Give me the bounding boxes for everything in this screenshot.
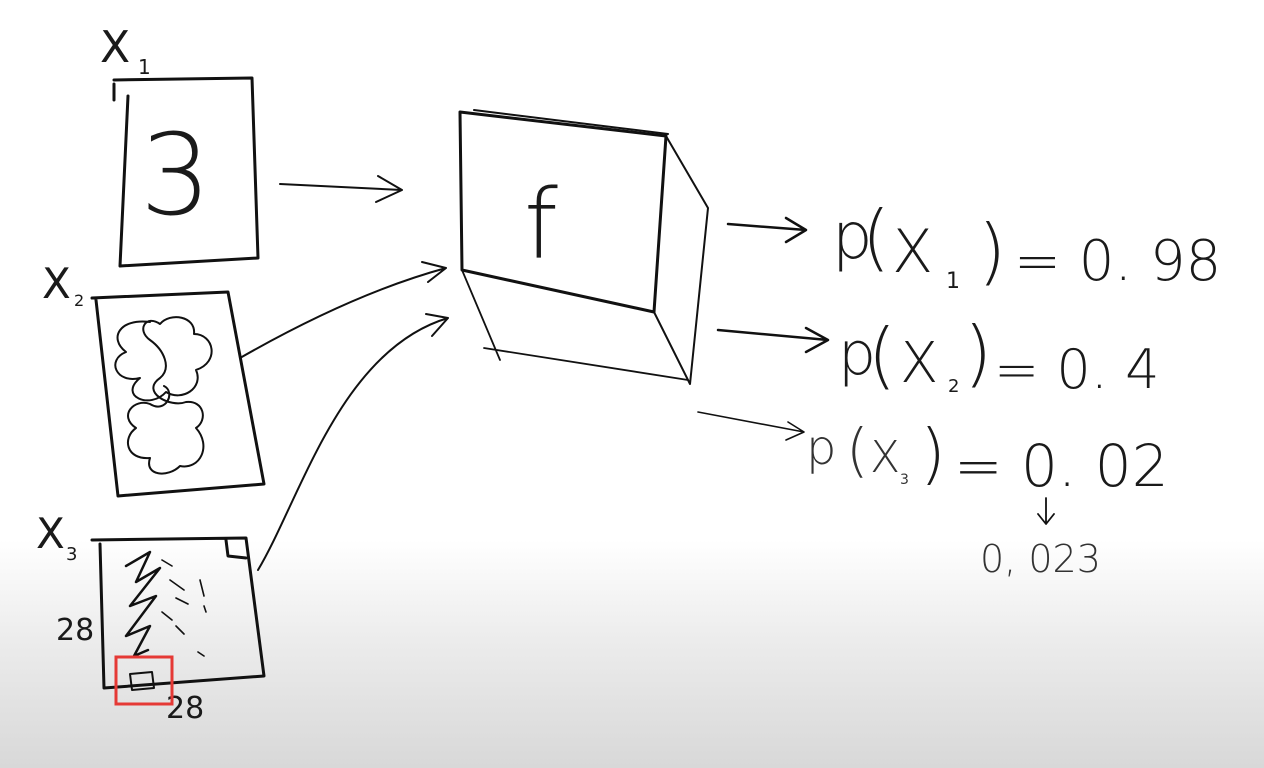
output-3: p ( X 3 ) = 0. 02 0, 023 xyxy=(697,411,1169,581)
input-x2: X 2 xyxy=(42,259,447,498)
box-front-face xyxy=(458,110,668,314)
output-2-open-paren: ( xyxy=(868,313,896,397)
x1-image-box xyxy=(112,76,260,268)
output-2-p: p xyxy=(838,319,876,389)
x3-subscript: 3 xyxy=(66,544,77,565)
x1-label: X xyxy=(100,22,130,73)
output-2-arrow xyxy=(716,326,830,354)
x3-image-box xyxy=(90,536,266,690)
refined-value: 0, 023 xyxy=(980,537,1101,581)
output-3-x: X xyxy=(870,432,900,483)
x2-image-box xyxy=(90,290,266,498)
output-2-x: X xyxy=(900,331,938,396)
output-3-open-paren: ( xyxy=(846,416,869,484)
x3-height-dimension: 28 xyxy=(56,613,94,648)
x1-subscript: 1 xyxy=(138,55,151,79)
output-1-open-paren: ( xyxy=(862,195,890,279)
x2-label: X xyxy=(42,259,71,308)
output-1: p ( X 1 ) = 0. 98 xyxy=(726,195,1221,294)
output-3-value: = 0. 02 xyxy=(954,432,1169,500)
x2-scribble xyxy=(114,316,213,475)
x3-arrow xyxy=(257,313,449,571)
output-3-p: p xyxy=(806,420,836,476)
model-f-box: f xyxy=(458,109,709,385)
x1-arrow xyxy=(279,175,403,203)
output-2: p ( X 2 ) = 0. 4 xyxy=(716,311,1159,401)
x1-digit: 3 xyxy=(140,111,211,241)
x3-scribble xyxy=(124,550,162,658)
x3-marks xyxy=(161,559,207,657)
output-1-p: p xyxy=(832,200,873,274)
box-bottom-edges xyxy=(461,269,689,381)
output-1-value: = 0. 98 xyxy=(1014,229,1221,294)
input-x1: X 1 3 xyxy=(100,22,403,268)
output-2-value: = 0. 4 xyxy=(994,338,1159,401)
x3-label: X xyxy=(36,509,65,558)
output-3-arrow xyxy=(697,411,805,441)
input-x3: X 3 28 28 xyxy=(36,313,449,726)
output-1-close-paren: ) xyxy=(978,209,1006,293)
box-side-face xyxy=(653,135,709,385)
output-3-close-paren: ) xyxy=(920,415,946,492)
output-1-sub: 1 xyxy=(946,269,960,294)
output-1-x: X xyxy=(892,217,933,287)
x3-pixel-square xyxy=(129,671,155,691)
output-2-sub: 2 xyxy=(948,376,959,397)
pixel-highlight-box xyxy=(114,655,174,706)
x2-arrow xyxy=(239,261,447,359)
box-top-edge xyxy=(473,109,669,135)
output-3-sub: 3 xyxy=(900,472,909,488)
model-label: f xyxy=(524,169,558,281)
refinement-arrow xyxy=(1037,497,1055,525)
x2-subscript: 2 xyxy=(74,291,84,310)
output-2-close-paren: ) xyxy=(964,311,992,395)
output-1-arrow xyxy=(726,216,808,244)
